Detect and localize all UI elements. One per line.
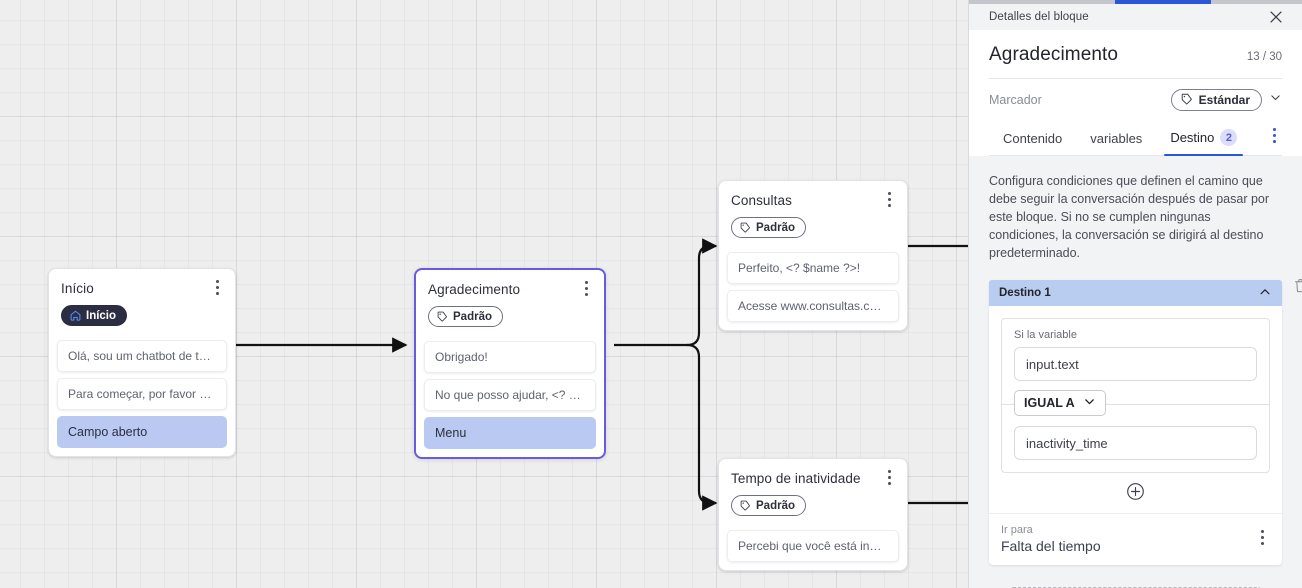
node-message[interactable]: No que posso ajudar, <? $name ...	[424, 379, 596, 411]
panel-header-section: Agradecimento 13 / 30 Marcador Estándar	[969, 30, 1302, 156]
operator-select[interactable]: IGUAL A	[1014, 390, 1106, 416]
node-message-highlight[interactable]: Menu	[424, 417, 596, 449]
loading-progress-bar	[969, 0, 1302, 4]
node-header: Agradecimento Padrão	[416, 270, 604, 335]
goto-label: Ir para	[1001, 524, 1033, 536]
panel-tabs: Contenido variables Destino 2	[989, 123, 1282, 156]
goto-text: Ir para Falta del tiempo	[1001, 524, 1101, 554]
node-tag-label: Padrão	[756, 499, 795, 512]
node-tag-label: Padrão	[756, 221, 795, 234]
node-header: Consultas Padrão	[719, 181, 907, 246]
close-icon[interactable]	[1267, 8, 1285, 26]
tag-icon	[740, 500, 751, 511]
edge-layer	[235, 238, 968, 511]
node-message[interactable]: Acesse www.consultas.com par...	[727, 290, 899, 322]
node-menu-icon[interactable]	[578, 281, 594, 299]
destination-header[interactable]: Destino 1	[989, 280, 1282, 306]
destination-card: Destino 1 Si la variable input	[989, 279, 1302, 565]
tab-contenido[interactable]: Contenido	[989, 125, 1076, 155]
panel-body: Configura condiciones que definen el cam…	[969, 156, 1302, 588]
node-menu-icon[interactable]	[881, 192, 897, 210]
compare-value-input[interactable]: inactivity_time	[1014, 426, 1257, 460]
variable-input[interactable]: input.text	[1014, 347, 1257, 381]
node-menu-icon[interactable]	[209, 280, 225, 298]
marcador-control[interactable]: Estándar	[1170, 89, 1282, 111]
kebab-menu-icon[interactable]	[1266, 128, 1282, 146]
chevron-up-icon[interactable]	[1258, 285, 1272, 302]
block-details-panel: Detalles del bloque Agradecimento 13 / 3…	[968, 0, 1302, 588]
node-title: Início	[61, 281, 94, 296]
goto-value: Falta del tiempo	[1001, 538, 1101, 554]
marcador-row: Marcador Estándar	[989, 79, 1282, 123]
panel-topbar: Detalles del bloque	[969, 0, 1302, 30]
plus-circle-icon[interactable]	[1126, 482, 1145, 501]
node-message[interactable]: Olá, sou um chatbot de teste!	[57, 340, 227, 372]
condition-wrapper: Si la variable input.text IGUAL A	[989, 306, 1282, 513]
divider	[989, 78, 1282, 79]
chevron-down-icon[interactable]	[1269, 91, 1282, 109]
node-messages: Perfeito, <? $name ?>! Acesse www.consul…	[719, 252, 907, 322]
progress-fill	[1115, 0, 1211, 4]
help-text: Configura condiciones que definen el cam…	[989, 174, 1270, 260]
condition-box: Si la variable input.text IGUAL A	[1001, 318, 1270, 473]
block-title-row: Agradecimento 13 / 30	[989, 44, 1282, 66]
node-message[interactable]: Obrigado!	[424, 341, 596, 373]
node-menu-icon[interactable]	[881, 470, 897, 488]
node-tag-label: Início	[86, 309, 117, 322]
node-messages: Percebi que você está inativo. C...	[719, 530, 907, 562]
panel-topbar-title: Detalles del bloque	[989, 11, 1089, 23]
node-tag-badge[interactable]: Padrão	[731, 217, 806, 238]
goto-section[interactable]: Ir para Falta del tiempo	[989, 513, 1282, 565]
operator-label: IGUAL A	[1024, 396, 1075, 410]
node-message[interactable]: Percebi que você está inativo. C...	[727, 530, 899, 562]
tab-badge-count: 2	[1220, 129, 1238, 146]
chevron-down-icon	[1083, 395, 1096, 411]
condition-label: Si la variable	[1014, 329, 1077, 341]
marcador-chip[interactable]: Estándar	[1170, 89, 1262, 111]
node-title: Consultas	[731, 193, 792, 208]
tab-destino[interactable]: Destino 2	[1156, 123, 1251, 156]
flow-canvas[interactable]: Início Início Olá, sou um chatbot de tes…	[0, 0, 968, 588]
tag-icon	[1181, 93, 1193, 108]
node-tag-badge[interactable]: Padrão	[428, 306, 503, 327]
node-messages: Obrigado! No que posso ajudar, <? $name …	[416, 341, 604, 449]
node-inicio[interactable]: Início Início Olá, sou um chatbot de tes…	[48, 268, 236, 457]
node-consultas[interactable]: Consultas Padrão Perfeito, <? $name ?>!	[718, 180, 908, 331]
edge-agradecimento-consultas	[686, 238, 718, 347]
node-tag-label: Padrão	[453, 310, 492, 323]
home-icon	[70, 310, 81, 321]
node-message-highlight[interactable]: Campo aberto	[57, 416, 227, 448]
tab-variables[interactable]: variables	[1076, 125, 1156, 155]
node-tag-badge[interactable]: Padrão	[731, 495, 806, 516]
tag-icon	[740, 222, 751, 233]
char-counter: 13 / 30	[1246, 51, 1282, 63]
kebab-menu-icon[interactable]	[1254, 530, 1270, 548]
tab-label: Contenido	[1003, 131, 1063, 146]
marcador-chip-label: Estándar	[1198, 93, 1250, 107]
node-tag-badge[interactable]: Início	[61, 305, 128, 326]
node-message[interactable]: Perfeito, <? $name ?>!	[727, 252, 899, 284]
destination-header-label: Destino 1	[999, 287, 1051, 299]
trash-icon[interactable]	[1293, 277, 1302, 295]
add-condition-row	[1001, 473, 1270, 503]
node-title: Tempo de inatividade	[731, 471, 861, 486]
node-tempo-inatividade[interactable]: Tempo de inatividade Padrão Percebi que …	[718, 458, 908, 571]
tab-label: Destino	[1170, 130, 1215, 145]
node-messages: Olá, sou um chatbot de teste! Para começ…	[49, 340, 235, 448]
tag-icon	[437, 311, 448, 322]
marcador-label: Marcador	[989, 93, 1042, 107]
node-title: Agradecimento	[428, 282, 521, 297]
operator-row: IGUAL A	[1001, 390, 1270, 418]
node-message[interactable]: Para começar, por favor digite o ...	[57, 378, 227, 410]
node-header: Tempo de inatividade Padrão	[719, 459, 907, 524]
tab-label: variables	[1090, 131, 1143, 146]
node-header: Início Início	[49, 269, 235, 334]
edge-agradecimento-inatividade	[686, 343, 718, 511]
page-title: Agradecimento	[989, 44, 1119, 65]
node-agradecimento[interactable]: Agradecimento Padrão Obrigado! No q	[414, 268, 606, 459]
